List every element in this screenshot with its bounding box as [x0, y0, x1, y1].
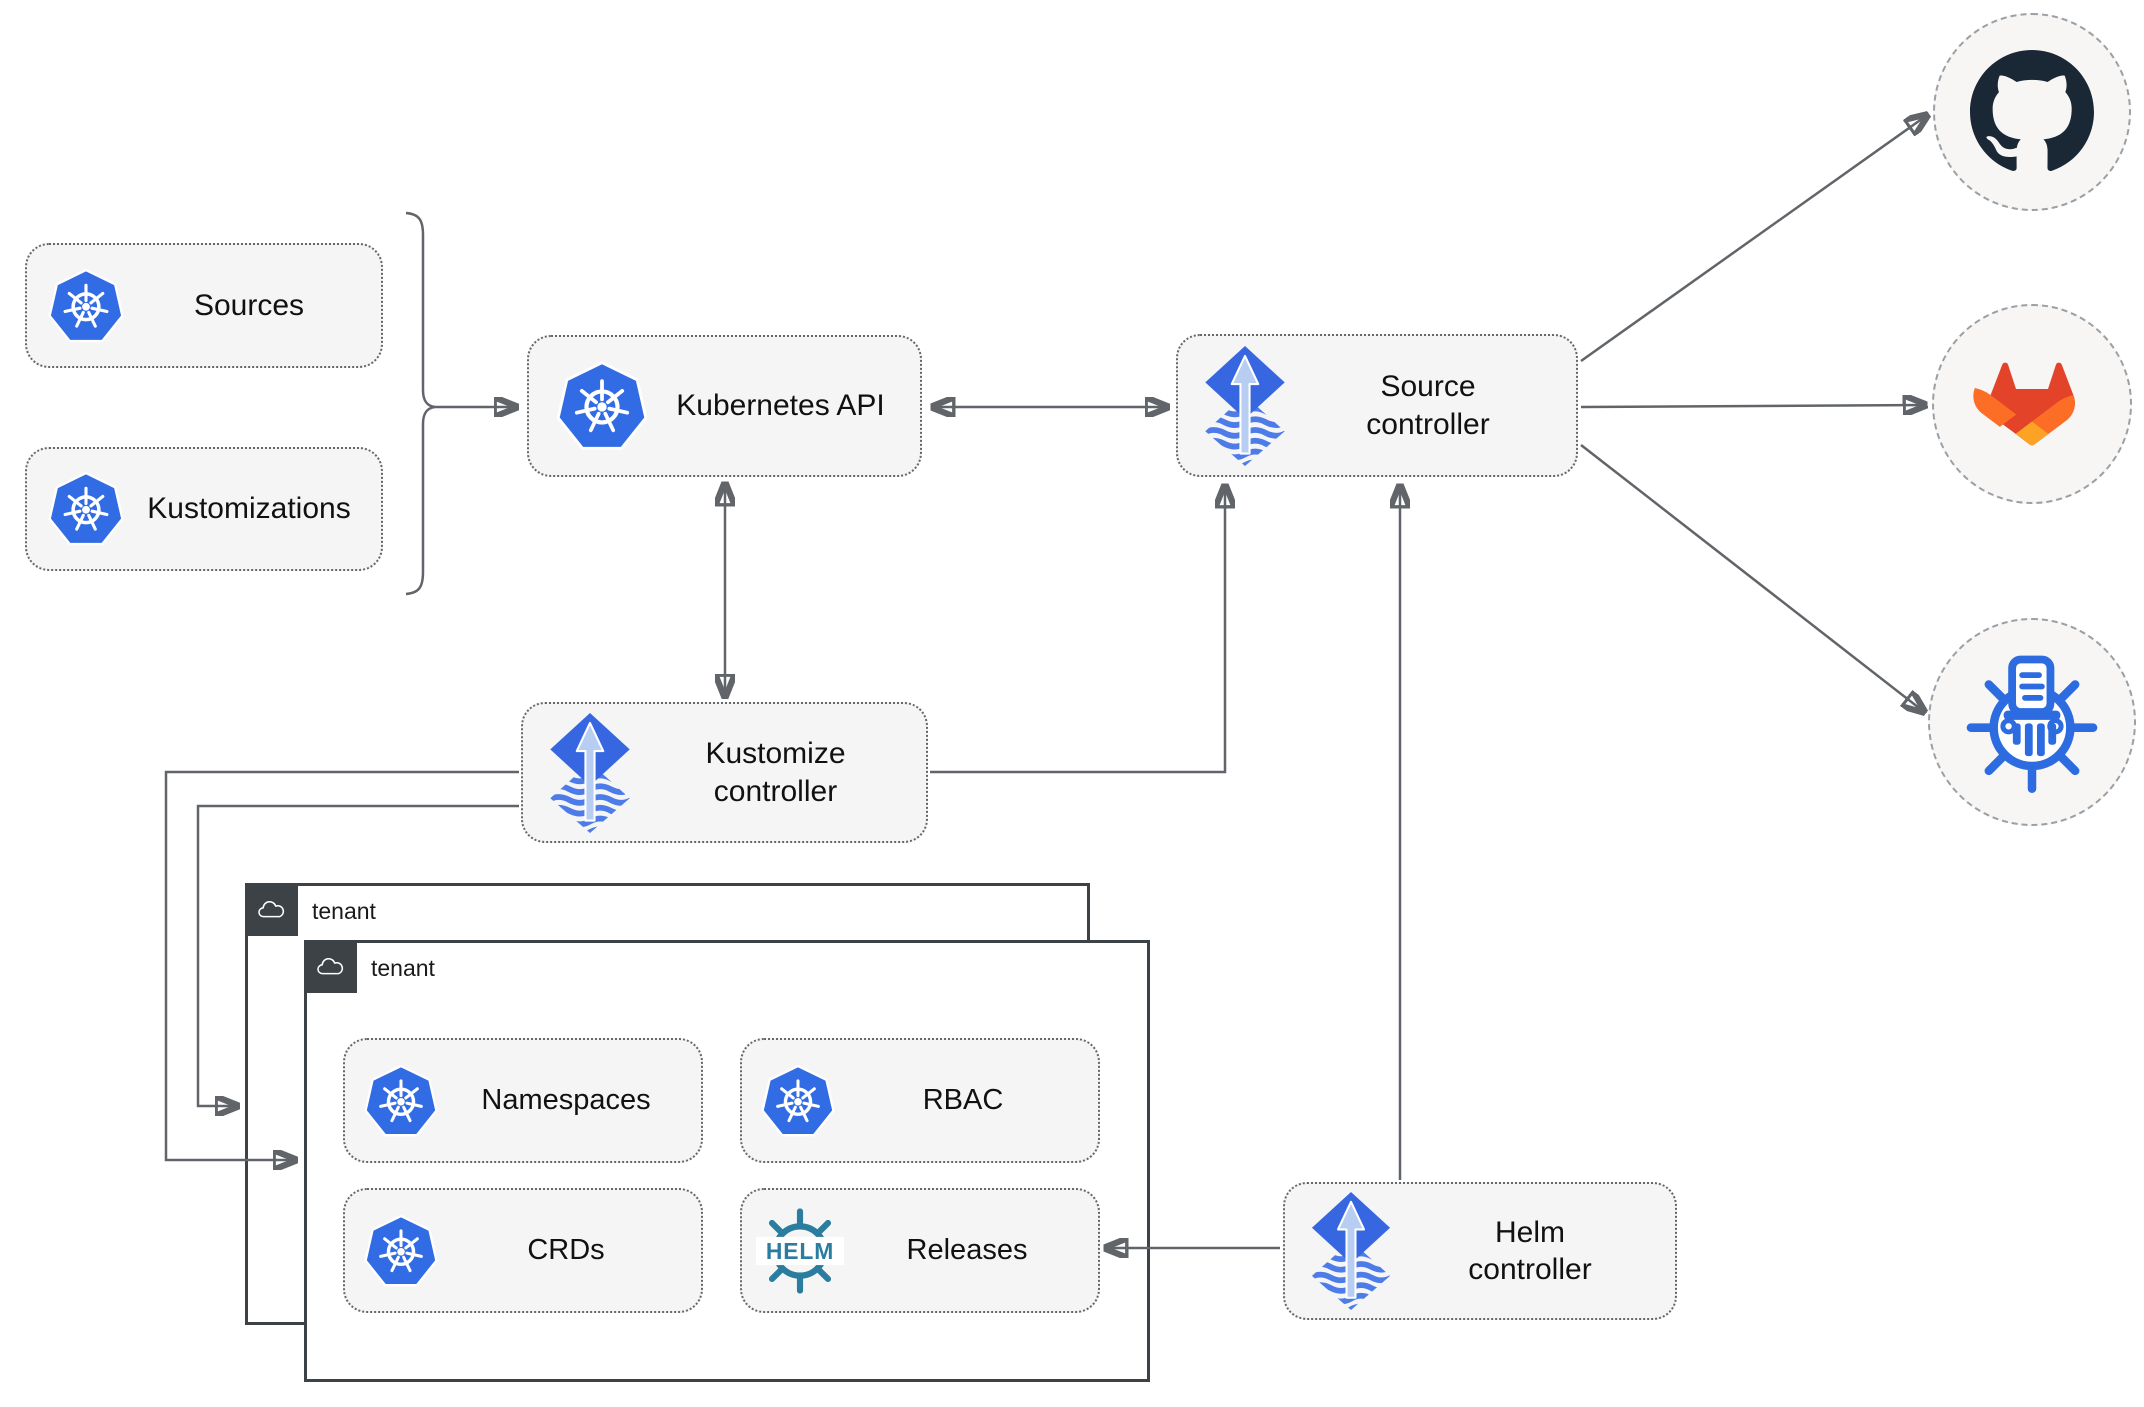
node-rbac: RBAC	[740, 1038, 1100, 1163]
node-releases: Releases	[740, 1188, 1100, 1313]
node-label: CRDs	[527, 1234, 605, 1267]
remote-helm-repository	[1928, 618, 2136, 826]
node-label: Releases	[906, 1234, 1028, 1267]
kubernetes-icon	[47, 267, 125, 345]
gitlab-icon	[1947, 319, 2117, 489]
arrow-kustomize-to-source-controller	[930, 487, 1225, 774]
node-label: RBAC	[922, 1084, 1004, 1117]
cloud-icon	[255, 897, 289, 922]
cloud-icon	[314, 954, 348, 979]
node-label: Sources	[193, 288, 305, 322]
kubernetes-icon	[363, 1063, 439, 1139]
tenant-group-front: tenant Namespaces RBAC CRDs Releases	[304, 940, 1150, 1382]
arrow-source-to-gitlab	[1580, 405, 1924, 407]
flux-icon	[547, 713, 633, 833]
kubernetes-icon	[47, 470, 125, 548]
github-icon	[1970, 50, 2094, 174]
arrow-source-to-github	[1580, 116, 1926, 363]
kubernetes-icon	[760, 1063, 836, 1139]
node-kubernetes-api: Kubernetes API	[527, 335, 922, 477]
tenant-label: tenant	[371, 955, 435, 981]
remote-github	[1933, 13, 2131, 211]
node-label: Kubernetes API	[676, 389, 885, 423]
node-helm-controller: Helm controller	[1283, 1182, 1677, 1320]
flux-icon	[1309, 1192, 1393, 1310]
node-namespaces: Namespaces	[343, 1038, 703, 1163]
bracket-sources-group	[405, 211, 436, 596]
node-source-controller: Source controller	[1176, 334, 1578, 477]
arrow-source-to-helm-repository	[1580, 444, 1923, 711]
node-label-line2: controller	[713, 774, 838, 808]
chartmuseum-icon	[1961, 651, 2103, 793]
tenant-label: tenant	[312, 898, 376, 924]
node-label: Kustomize controller	[633, 735, 926, 810]
node-sources: Sources	[25, 243, 383, 368]
kubernetes-icon	[555, 359, 649, 453]
node-kustomizations: Kustomizations	[25, 447, 383, 571]
node-label-line2: controller	[1468, 1253, 1592, 1286]
kubernetes-icon	[363, 1213, 439, 1289]
node-label: Namespaces	[481, 1084, 651, 1117]
node-kustomize-controller: Kustomize controller	[521, 702, 928, 843]
node-label-line2: controller	[1366, 407, 1490, 441]
node-label-line1: Kustomize	[705, 737, 846, 770]
tenant-tab	[304, 940, 357, 993]
node-label: Source controller	[1288, 368, 1576, 443]
tenant-tab	[245, 883, 298, 936]
node-label: Helm controller	[1393, 1214, 1675, 1289]
helm-wheel-icon	[756, 1207, 844, 1295]
node-crds: CRDs	[343, 1188, 703, 1313]
node-label-line1: Source	[1380, 370, 1476, 403]
flux-icon	[1202, 346, 1288, 466]
remote-gitlab	[1932, 304, 2132, 504]
node-label-line1: Helm	[1494, 1215, 1565, 1249]
node-label: Kustomizations	[147, 492, 351, 526]
